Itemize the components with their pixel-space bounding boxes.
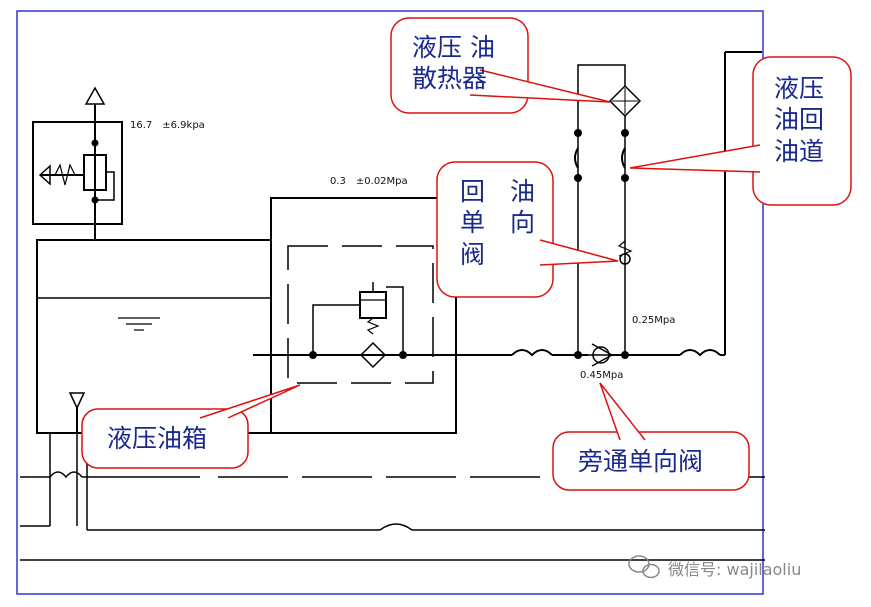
return-filter xyxy=(270,197,457,434)
hydraulic-tank xyxy=(36,239,272,434)
return-check-valve-symbol xyxy=(617,240,633,265)
annotation-return-check-pressure: 0.25Mpa xyxy=(632,315,676,326)
label-bypass-check-valve: 旁通单向阀 xyxy=(578,447,704,476)
main-return-line xyxy=(253,51,762,359)
label-return-check-valve: 回 油 单 向 阀 xyxy=(460,177,536,269)
cooler-branch xyxy=(574,64,642,356)
callout-return-check-valve xyxy=(436,161,619,298)
callout-bypass xyxy=(552,382,750,491)
callout-tank xyxy=(81,384,301,469)
wechat-icon xyxy=(628,555,660,579)
callout-cooler xyxy=(390,17,611,114)
annotation-filter-setting: 0.3 ±0.02Mpa xyxy=(330,176,408,187)
watermark-text: 微信号: wajilaoliu xyxy=(668,560,802,579)
annotation-relief-setting: 16.7 ±6.9kpa xyxy=(130,120,205,131)
label-cooler: 液压 油 散热器 xyxy=(412,33,495,94)
label-tank: 液压油箱 xyxy=(107,424,208,453)
relief-valve xyxy=(32,86,123,240)
label-return-line: 液压 油回 油道 xyxy=(774,74,825,166)
annotation-bypass-pressure: 0.45Mpa xyxy=(580,370,624,381)
frame-border xyxy=(16,10,764,595)
callout-return-line xyxy=(629,56,852,206)
